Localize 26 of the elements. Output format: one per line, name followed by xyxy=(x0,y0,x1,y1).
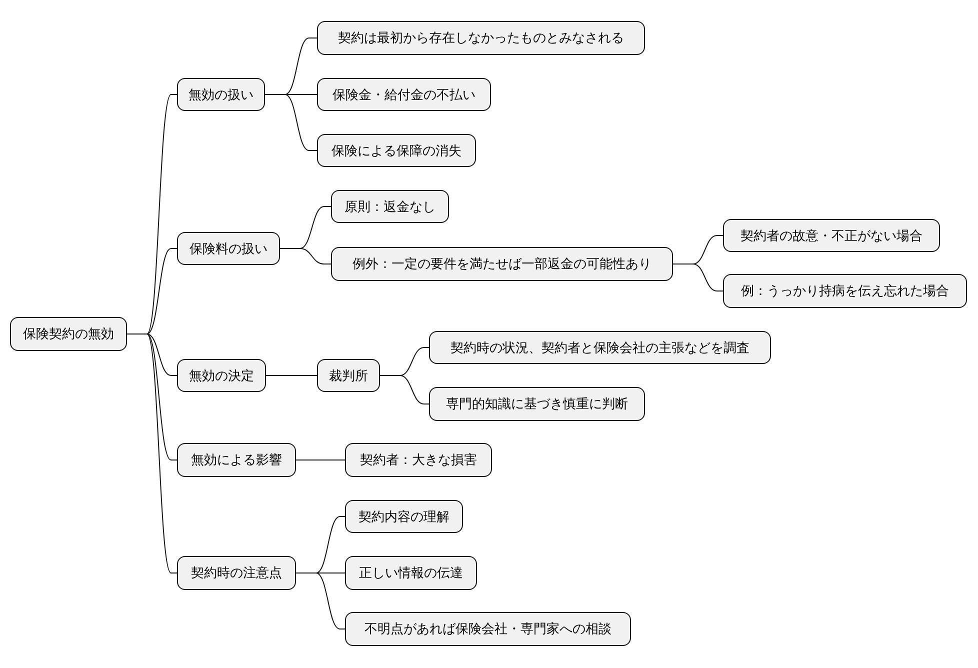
topic-box: 契約者の故意・不正がない場合 xyxy=(723,219,940,252)
topic-box: 保険による保障の消失 xyxy=(317,134,476,167)
topic-box: 例外：一定の要件を満たせば一部返金の可能性あり xyxy=(331,247,673,281)
topic-box: 不明点があれば保険会社・専門家への相談 xyxy=(345,612,631,646)
connector-line xyxy=(266,375,318,376)
topic-box: 例：うっかり持病を伝え忘れた場合 xyxy=(723,274,967,308)
topic-box: 保険料の扱い xyxy=(177,232,280,265)
root-topic-box: 保険契約の無効 xyxy=(10,317,127,351)
connector-line xyxy=(280,248,332,264)
topic-box: 契約時の注意点 xyxy=(177,556,296,590)
topic-box: 無効による影響 xyxy=(177,443,296,477)
topic-box: 契約者：大きな損害 xyxy=(345,443,492,477)
topic-box: 原則：返金なし xyxy=(331,190,449,223)
topic-box: 保険金・給付金の不払い xyxy=(317,78,491,111)
topic-box: 契約は最初から存在しなかったものとみなされる xyxy=(317,21,645,55)
topic-box: 専門的知識に基づき慎重に判断 xyxy=(429,387,645,421)
topic-box: 無効の決定 xyxy=(177,359,266,392)
topic-box: 無効の扱い xyxy=(177,78,265,111)
connector-line xyxy=(672,264,724,292)
topic-box: 裁判所 xyxy=(317,359,380,392)
topic-box: 契約時の状況、契約者と保険会社の主張などを調査 xyxy=(429,331,771,364)
connector-line xyxy=(380,375,430,404)
topic-box: 契約内容の理解 xyxy=(345,500,463,533)
topic-box: 正しい情報の伝達 xyxy=(345,556,477,590)
connector-line xyxy=(264,94,318,151)
connector-line xyxy=(296,572,346,630)
